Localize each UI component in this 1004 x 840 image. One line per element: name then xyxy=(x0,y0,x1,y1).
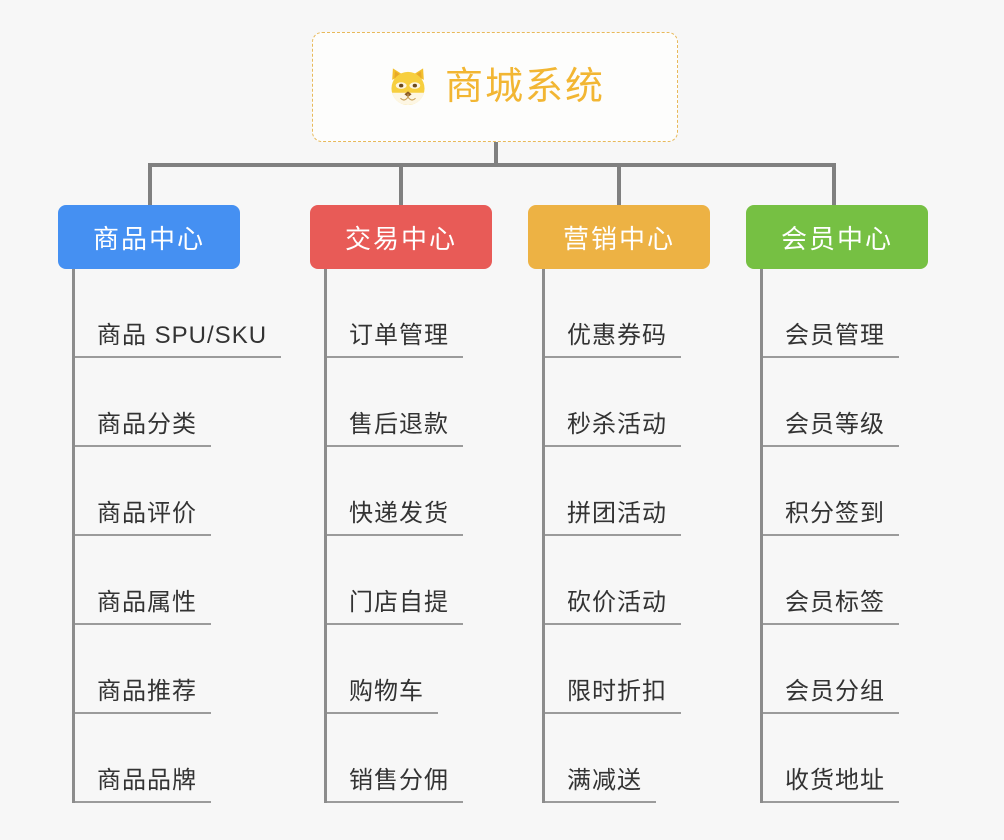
list-item[interactable]: 售后退款 xyxy=(310,358,492,447)
leaf-label: 会员等级 xyxy=(763,404,899,447)
list-item[interactable]: 商品推荐 xyxy=(58,625,240,714)
leaf-label: 秒杀活动 xyxy=(545,404,681,447)
leaf-label: 会员管理 xyxy=(763,315,899,358)
root-node[interactable]: 商城系统 xyxy=(312,32,678,142)
branch-header-label: 会员中心 xyxy=(780,223,893,254)
shiba-dog-face-icon xyxy=(385,64,431,110)
list-item[interactable]: 会员管理 xyxy=(746,269,928,358)
branch-trunk-1 xyxy=(72,269,75,803)
leaf-label: 购物车 xyxy=(327,671,438,714)
leaf-label: 商品品牌 xyxy=(75,760,211,803)
leaf-label: 门店自提 xyxy=(327,582,463,625)
list-item[interactable]: 优惠券码 xyxy=(528,269,710,358)
leaf-list-3: 优惠券码 秒杀活动 拼团活动 砍价活动 限时折扣 满减送 xyxy=(528,269,710,803)
root-title: 商城系统 xyxy=(444,66,605,108)
list-item[interactable]: 会员分组 xyxy=(746,625,928,714)
leaf-label: 收货地址 xyxy=(763,760,899,803)
branch-trunk-3 xyxy=(542,269,545,803)
branch-trunk-4 xyxy=(760,269,763,803)
leaf-label: 订单管理 xyxy=(327,315,463,358)
leaf-list-1: 商品 SPU/SKU 商品分类 商品评价 商品属性 商品推荐 商品品牌 xyxy=(58,269,282,803)
list-item[interactable]: 会员标签 xyxy=(746,536,928,625)
branch-header-label: 商品中心 xyxy=(92,223,205,254)
leaf-label: 商品评价 xyxy=(75,493,211,536)
list-item[interactable]: 砍价活动 xyxy=(528,536,710,625)
branch-header-2[interactable]: 交易中心 xyxy=(310,205,492,269)
branch-column-2: 交易中心 订单管理 售后退款 快递发货 门店自提 购物车 销售分佣 xyxy=(310,205,492,803)
list-item[interactable]: 商品 SPU/SKU xyxy=(58,269,282,358)
branch-column-1: 商品中心 商品 SPU/SKU 商品分类 商品评价 商品属性 商品推荐 商品品牌 xyxy=(58,205,282,803)
leaf-label: 商品属性 xyxy=(75,582,211,625)
list-item[interactable]: 商品分类 xyxy=(58,358,240,447)
list-item[interactable]: 秒杀活动 xyxy=(528,358,710,447)
leaf-label: 商品推荐 xyxy=(75,671,211,714)
list-item[interactable]: 商品品牌 xyxy=(58,714,240,803)
branch-header-1[interactable]: 商品中心 xyxy=(58,205,240,269)
branch-trunk-2 xyxy=(324,269,327,803)
leaf-label: 限时折扣 xyxy=(545,671,681,714)
leaf-list-4: 会员管理 会员等级 积分签到 会员标签 会员分组 收货地址 xyxy=(746,269,928,803)
list-item[interactable]: 限时折扣 xyxy=(528,625,710,714)
leaf-label: 拼团活动 xyxy=(545,493,681,536)
leaf-list-2: 订单管理 售后退款 快递发货 门店自提 购物车 销售分佣 xyxy=(310,269,492,803)
branch-column-3: 营销中心 优惠券码 秒杀活动 拼团活动 砍价活动 限时折扣 满减送 xyxy=(528,205,710,803)
connector-drop-3 xyxy=(617,163,621,205)
leaf-label: 优惠券码 xyxy=(545,315,681,358)
branch-header-label: 营销中心 xyxy=(562,223,675,254)
connector-horizontal-bus xyxy=(148,163,836,167)
leaf-label: 砍价活动 xyxy=(545,582,681,625)
branch-header-label: 交易中心 xyxy=(344,223,457,254)
leaf-label: 商品分类 xyxy=(75,404,211,447)
leaf-label: 商品 SPU/SKU xyxy=(75,315,282,358)
leaf-label: 满减送 xyxy=(545,760,656,803)
list-item[interactable]: 会员等级 xyxy=(746,358,928,447)
leaf-label: 销售分佣 xyxy=(327,760,463,803)
branch-header-3[interactable]: 营销中心 xyxy=(528,205,710,269)
leaf-label: 会员分组 xyxy=(763,671,899,714)
branch-header-4[interactable]: 会员中心 xyxy=(746,205,928,269)
list-item[interactable]: 门店自提 xyxy=(310,536,492,625)
list-item[interactable]: 积分签到 xyxy=(746,447,928,536)
list-item[interactable]: 快递发货 xyxy=(310,447,492,536)
list-item[interactable]: 销售分佣 xyxy=(310,714,492,803)
list-item[interactable]: 订单管理 xyxy=(310,269,492,358)
list-item[interactable]: 购物车 xyxy=(310,625,492,714)
connector-root-stem xyxy=(494,142,498,166)
list-item[interactable]: 收货地址 xyxy=(746,714,928,803)
list-item[interactable]: 拼团活动 xyxy=(528,447,710,536)
list-item[interactable]: 商品评价 xyxy=(58,447,240,536)
connector-drop-1 xyxy=(148,163,152,205)
list-item[interactable]: 商品属性 xyxy=(58,536,240,625)
branch-column-4: 会员中心 会员管理 会员等级 积分签到 会员标签 会员分组 收货地址 xyxy=(746,205,928,803)
connector-drop-2 xyxy=(399,163,403,205)
connector-drop-4 xyxy=(832,163,836,205)
leaf-label: 会员标签 xyxy=(763,582,899,625)
leaf-label: 快递发货 xyxy=(327,493,463,536)
leaf-label: 积分签到 xyxy=(763,493,899,536)
list-item[interactable]: 满减送 xyxy=(528,714,710,803)
leaf-label: 售后退款 xyxy=(327,404,463,447)
